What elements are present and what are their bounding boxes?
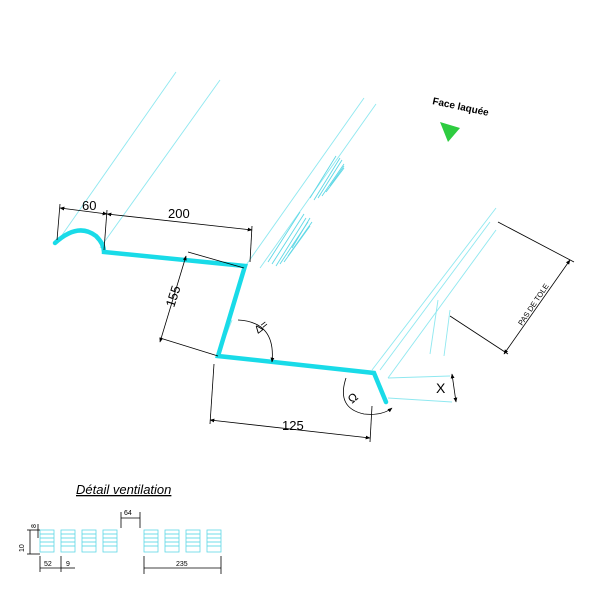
svg-text:155: 155: [163, 284, 184, 309]
svg-text:Ω: Ω: [345, 390, 361, 407]
svg-text:Δ=: Δ=: [252, 318, 270, 336]
slot-group-right: [143, 529, 222, 553]
detail-dim-52: 52: [39, 556, 62, 572]
svg-text:PAS DE TOLE: PAS DE TOLE: [516, 282, 551, 327]
detail-dim-9: 9: [61, 561, 75, 569]
angle-delta: Δ=: [237, 318, 275, 363]
face-arrow-icon: [440, 122, 460, 142]
detail-dim-10: 10: [19, 529, 40, 555]
svg-text:X: X: [436, 380, 446, 396]
svg-text:52: 52: [44, 561, 52, 568]
dim-125: 125: [209, 363, 373, 443]
svg-text:64: 64: [124, 510, 132, 517]
svg-text:235: 235: [176, 561, 188, 568]
svg-text:9: 9: [66, 561, 70, 568]
sheet-guide-lines: [59, 71, 497, 403]
slot-group-left: [39, 529, 118, 553]
face-label: Face laquée: [431, 96, 490, 119]
svg-text:8: 8: [31, 524, 38, 528]
detail-dim-8: 8: [31, 524, 39, 538]
flashing-profile: [52, 228, 389, 405]
detail-dim-64: 64: [120, 510, 141, 528]
detail-dim-235: 235: [143, 556, 222, 574]
svg-text:200: 200: [168, 206, 190, 221]
svg-text:125: 125: [282, 418, 304, 433]
dim-x: X: [436, 373, 458, 403]
dim-60: 60: [56, 198, 108, 251]
dim-200: 200: [106, 206, 253, 263]
svg-text:10: 10: [19, 544, 26, 552]
dim-pas-de-tole: PAS DE TOLE: [449, 221, 575, 355]
svg-text:60: 60: [82, 198, 96, 213]
dim-155: 155: [159, 251, 245, 357]
detail-ventilation: 10 8 52 9 64 235: [19, 510, 222, 574]
ventilation-slots: [267, 155, 345, 267]
detail-title: Détail ventilation: [76, 482, 171, 497]
